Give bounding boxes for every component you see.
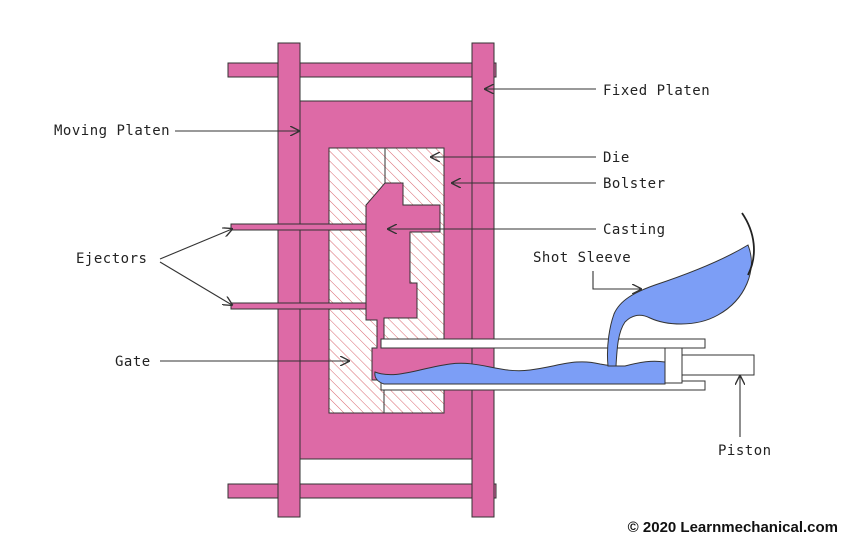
fixed-platen bbox=[471, 42, 495, 518]
piston-head bbox=[664, 347, 683, 384]
label-moving-platen: Moving Platen bbox=[54, 123, 170, 139]
leader-lines bbox=[159, 89, 740, 437]
leader-shot-sleeve bbox=[592, 271, 641, 289]
ladle-rim bbox=[741, 212, 755, 276]
leader-ejectors-lower bbox=[159, 261, 232, 305]
tie-bar-top bbox=[227, 62, 497, 78]
label-shot-sleeve: Shot Sleeve bbox=[533, 250, 631, 266]
shot-sleeve-wall-top bbox=[380, 338, 706, 349]
label-bolster: Bolster bbox=[603, 176, 666, 192]
label-fixed-platen: Fixed Platen bbox=[603, 83, 710, 99]
shot-sleeve-assembly bbox=[374, 338, 755, 391]
label-piston: Piston bbox=[718, 443, 772, 459]
piston-rod bbox=[681, 354, 755, 376]
label-ejectors: Ejectors bbox=[76, 251, 147, 267]
tie-bar-bottom bbox=[227, 483, 497, 499]
label-casting: Casting bbox=[603, 222, 666, 238]
leader-ejectors-upper bbox=[159, 229, 232, 260]
ladle-molten-metal bbox=[607, 244, 752, 367]
ladle bbox=[607, 212, 755, 367]
ejector-pin-upper bbox=[230, 223, 367, 231]
molten-metal-in-sleeve bbox=[374, 360, 666, 385]
moving-platen bbox=[277, 42, 301, 518]
die-half-right-lower bbox=[383, 388, 445, 414]
label-gate: Gate bbox=[115, 354, 151, 370]
copyright-notice: © 2020 Learnmechanical.com bbox=[628, 519, 838, 536]
die-halves bbox=[328, 147, 445, 414]
ejector-pin-lower bbox=[230, 302, 367, 310]
label-die: Die bbox=[603, 150, 630, 166]
labels: Fixed Platen Moving Platen Die Bolster C… bbox=[54, 83, 838, 536]
